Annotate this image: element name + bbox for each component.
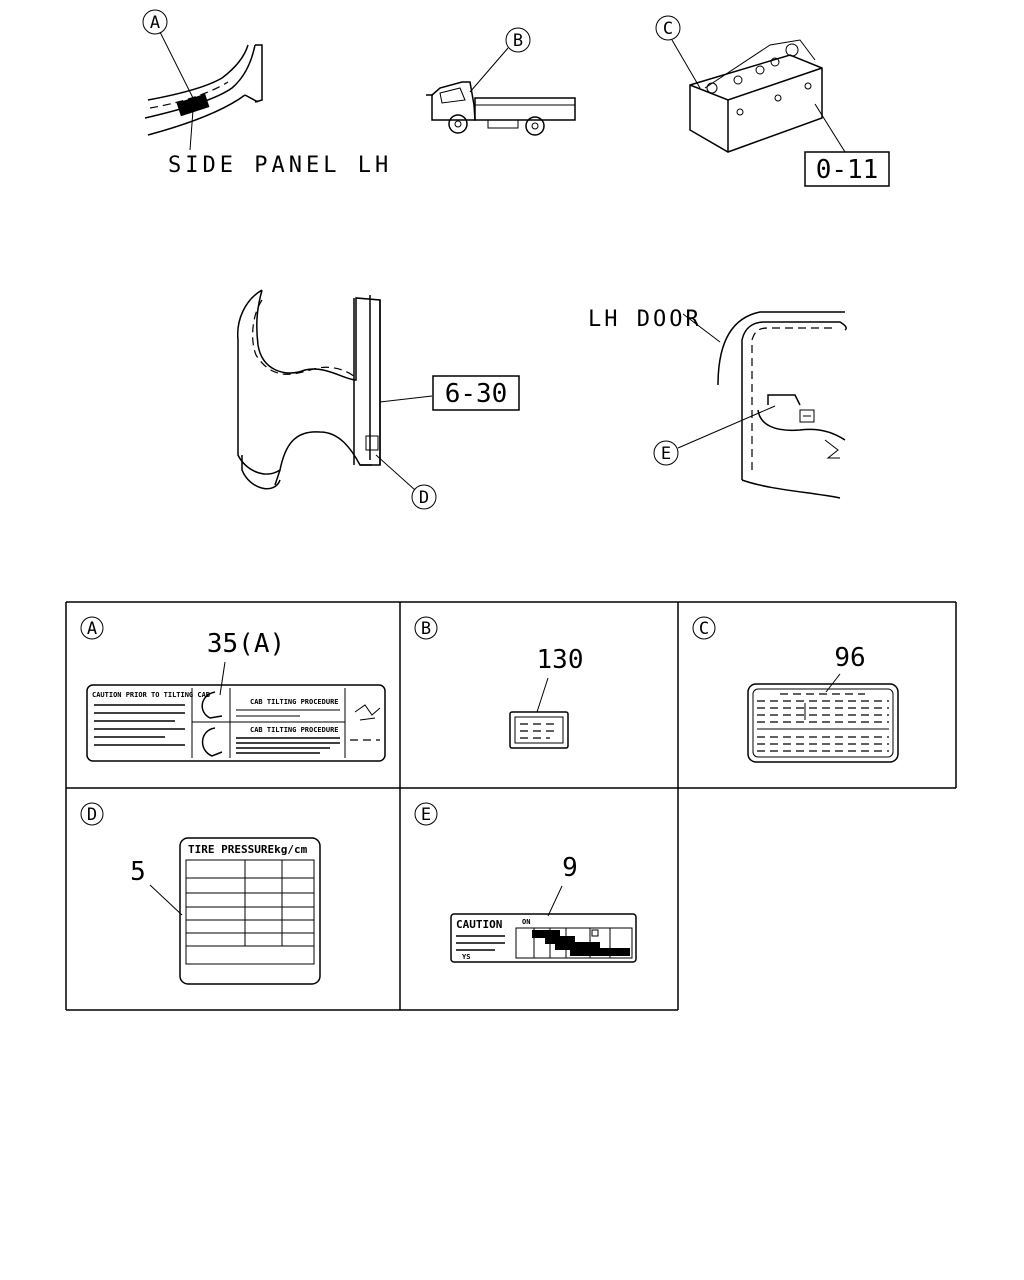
callout-c-letter: C [663, 19, 673, 39]
callout-c-circle [655, 15, 681, 41]
panel-e-letter: E [421, 805, 431, 825]
panel-c: C 96 [692, 616, 899, 763]
label-35a-caption: CAUTION PRIOR TO TILTING CAB [92, 691, 210, 699]
label-a-marker [176, 93, 210, 117]
ref-6-30-label: 6-30 [445, 379, 508, 409]
callout-e-letter: E [661, 444, 671, 464]
callout-a-leader [159, 31, 196, 103]
lh-door-label: LH DOOR [588, 307, 702, 332]
callout-a-circle [142, 9, 168, 35]
label-35a [86, 684, 386, 762]
door-illustration [717, 311, 847, 499]
label-caution-small-2: YS [462, 953, 470, 961]
callout-e-leader [677, 405, 776, 449]
panel-a: A 35(A) CAUTION PRIOR TO TILTING CAB CAB… [80, 616, 386, 762]
cab-panel-illustration [237, 289, 381, 490]
side-panel-label: SIDE PANEL LH [168, 153, 392, 178]
panel-b: B 130 [414, 616, 584, 749]
panel-e-leader [547, 885, 563, 917]
label-caution-small-1: ON [522, 918, 530, 926]
panel-b-circle [414, 616, 438, 640]
panel-b-leader [536, 677, 549, 713]
panel-a-part-number: 35(A) [207, 629, 285, 659]
callout-b-letter: B [513, 31, 523, 51]
panel-d-part-number: 5 [130, 857, 146, 887]
panel-c-circle [692, 616, 716, 640]
panel-d-letter: D [87, 805, 97, 825]
panel-c-letter: C [699, 619, 709, 639]
side-panel-illustration [144, 44, 263, 136]
panel-e-part-number: 9 [562, 853, 578, 883]
label-96 [747, 683, 899, 763]
label-caution-title: CAUTION [456, 918, 502, 931]
panel-e-circle [414, 802, 438, 826]
side-panel-leader [189, 109, 194, 151]
panel-e: E 9 CAUTION ON YS [414, 802, 637, 963]
panel-a-leader [219, 661, 226, 696]
label-tire-pressure-title: TIRE PRESSUREkg/cm [188, 843, 308, 856]
label-35a-heading-2: CAB TILTING PROCEDURE [250, 726, 339, 734]
panel-c-part-number: 96 [834, 643, 865, 673]
callout-a-letter: A [150, 13, 160, 33]
callout-c-leader [671, 39, 701, 89]
label-caution [450, 913, 637, 963]
panel-b-part-number: 130 [537, 645, 584, 675]
callout-e-circle [653, 440, 679, 466]
callout-b-leader [469, 47, 509, 93]
callout-d-leader [375, 454, 416, 491]
truck-illustration [426, 81, 576, 136]
panel-b-letter: B [421, 619, 431, 639]
ref-0-11-leader [814, 103, 846, 153]
label-35a-heading-1: CAB TILTING PROCEDURE [250, 698, 339, 706]
ref-0-11-label: 0-11 [816, 155, 879, 185]
panel-d-circle [80, 802, 104, 826]
ref-0-11-box [804, 151, 890, 187]
label-table [65, 601, 957, 1011]
label-tire-pressure [179, 837, 321, 985]
callout-d-letter: D [419, 488, 429, 508]
panel-a-circle [80, 616, 104, 640]
panel-a-letter: A [87, 619, 97, 639]
callout-d-circle [411, 484, 437, 510]
panel-d-leader [149, 884, 183, 916]
callout-b-circle [505, 27, 531, 53]
panel-d: D 5 TIRE PRESSUREkg/cm [80, 802, 321, 985]
label-130 [509, 711, 569, 749]
ref-6-30-box [432, 375, 520, 411]
ref-6-30-leader [379, 395, 433, 403]
lh-door-leader [682, 313, 721, 343]
battery-illustration [689, 39, 823, 153]
